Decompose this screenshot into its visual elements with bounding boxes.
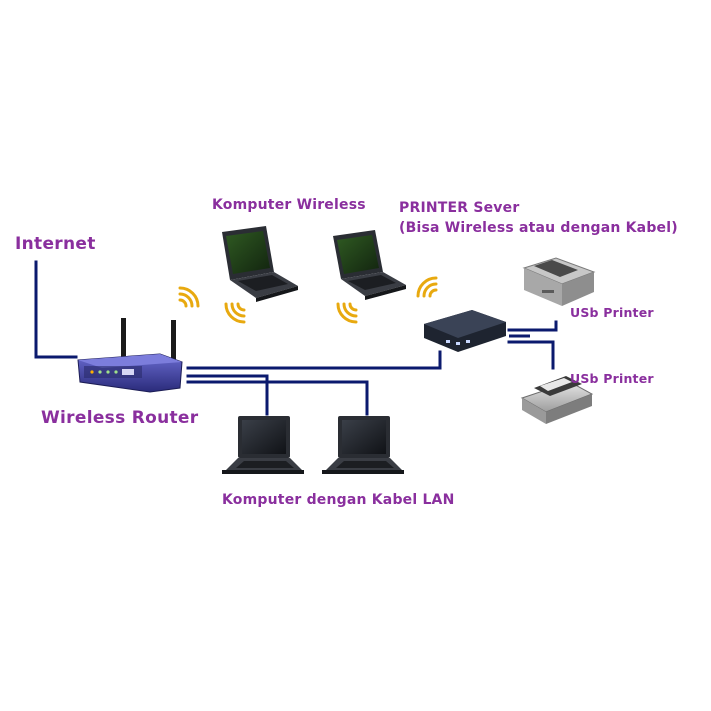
printer-server-label: PRINTER Sever [399, 200, 520, 216]
usb-printer-1-icon [522, 257, 596, 306]
komputer-wireless-label: Komputer Wireless [212, 197, 366, 213]
router-to-lan-pc1-cable [186, 374, 269, 416]
wireless-laptop-2-icon [333, 230, 406, 300]
printer-server-to-usb-printer1-cable [507, 320, 558, 332]
router-to-printer-server-cable [186, 350, 442, 370]
lan-laptop-2-icon [322, 416, 404, 474]
usb-printer-2-label: USb Printer [570, 371, 654, 386]
printer-server-wifi-icon [416, 276, 438, 298]
printer-server-note-label: (Bisa Wireless atau dengan Kabel) [399, 220, 678, 236]
internet-label: Internet [15, 234, 96, 254]
komputer-lan-label: Komputer dengan Kabel LAN [222, 492, 455, 508]
lan-laptop-1-icon [222, 416, 304, 474]
wireless-router-icon [77, 318, 183, 393]
wireless-laptop-1-icon [222, 226, 298, 302]
usb-printer-2-icon [520, 376, 594, 424]
laptop1-wifi-icon [224, 302, 246, 324]
cables [34, 260, 558, 416]
internet-cable [34, 260, 78, 359]
router-wifi-icon [178, 286, 200, 308]
wireless-router-label: Wireless Router [41, 408, 199, 428]
laptop2-wifi-icon [336, 302, 358, 324]
printer-server-icon [424, 310, 506, 352]
usb-printer-1-label: USb Printer [570, 305, 654, 320]
printer-server-to-usb-printer2-cable [507, 340, 555, 370]
router-to-lan-pc2-cable [186, 380, 369, 416]
